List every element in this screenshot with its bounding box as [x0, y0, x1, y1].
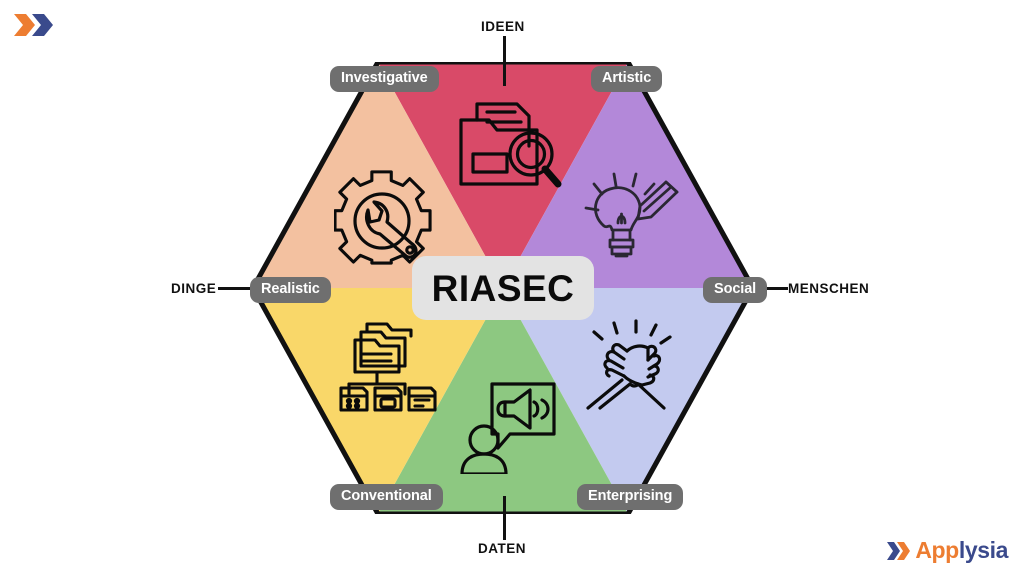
clasped-hands-icon [578, 318, 682, 410]
lightbulb-pencil-icon [578, 168, 684, 264]
axis-caption-ideen: IDEEN [481, 19, 525, 34]
gear-wrench-icon [333, 168, 434, 266]
segment-artistic [503, 62, 753, 288]
connector-line-right [758, 287, 788, 290]
segment-fills [253, 62, 753, 514]
segment-social [503, 288, 753, 514]
segment-realistic [253, 62, 503, 288]
applysia-chevron-icon [887, 541, 911, 560]
logo-word-first: App [915, 537, 959, 563]
applysia-logo: Applysia [886, 539, 1008, 562]
axis-caption-daten: DATEN [478, 541, 526, 556]
vertex-label-realistic[interactable]: Realistic [250, 277, 331, 303]
connector-line-left [218, 287, 260, 290]
axis-caption-dinge: DINGE [171, 281, 217, 296]
vertex-label-investigative[interactable]: Investigative [330, 66, 439, 92]
axis-caption-menschen: MENSCHEN [788, 281, 870, 296]
segment-investigative [378, 62, 628, 288]
folder-tree-icon [335, 318, 443, 412]
center-title-badge: RIASEC [412, 256, 594, 320]
vertex-label-enterprising[interactable]: Enterprising [577, 484, 684, 510]
hexagon-wheel [253, 62, 753, 514]
center-title-text: RIASEC [431, 267, 575, 309]
vertex-label-artistic[interactable]: Artistic [591, 66, 663, 92]
logo-word-second: lysia [958, 537, 1009, 563]
connector-line-bottom [503, 496, 506, 540]
vertex-label-conventional[interactable]: Conventional [330, 484, 443, 510]
vertex-label-social[interactable]: Social [703, 277, 768, 303]
connector-line-top [503, 36, 506, 86]
person-megaphone-icon [458, 378, 562, 476]
folder-magnifier-icon [455, 98, 565, 198]
segment-conventional [253, 288, 503, 514]
applysia-chevron-mark-icon [10, 10, 58, 40]
